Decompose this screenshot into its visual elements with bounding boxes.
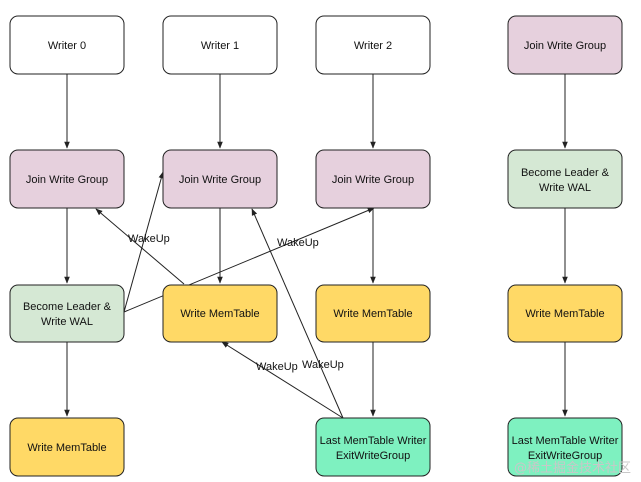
node-right-exit-label-line1: Last MemTable Writer <box>512 435 619 447</box>
node-leader-0-label-line2: Write WAL <box>41 316 93 328</box>
edge-leader0-join1 <box>123 171 165 313</box>
node-join-1-label: Join Write Group <box>179 174 261 186</box>
node-leader-0-label-line1: Become Leader & <box>23 301 112 313</box>
watermark: @稀土掘金技术社区 <box>513 461 631 476</box>
edges <box>64 74 568 419</box>
node-right-leader-label-line1: Become Leader & <box>521 167 610 179</box>
node-write-memtable-0[interactable]: Write MemTable <box>9 417 125 477</box>
node-mem-0-label: Write MemTable <box>27 442 106 454</box>
node-write-memtable-2[interactable]: Write MemTable <box>315 284 431 343</box>
node-right-write-memtable[interactable]: Write MemTable <box>507 284 623 343</box>
node-mem-1-label: Write MemTable <box>180 308 259 320</box>
node-join-0-label: Join Write Group <box>26 174 108 186</box>
node-writer-0-label: Writer 0 <box>48 40 86 52</box>
node-right-exit-label-line2: ExitWriteGroup <box>528 450 602 462</box>
node-join-group-0[interactable]: Join Write Group <box>9 149 125 209</box>
node-become-leader-0[interactable]: Become Leader & Write WAL <box>9 284 125 343</box>
node-writer-2-label: Writer 2 <box>354 40 392 52</box>
edge-exit2-join1 <box>251 208 344 419</box>
node-writer-0[interactable]: Writer 0 <box>9 15 125 75</box>
node-join-2-label: Join Write Group <box>332 174 414 186</box>
wakeup-label-right: WakeUp <box>277 237 319 249</box>
wakeup-label-bottom-left: WakeUp <box>256 361 298 373</box>
node-exit-write-group-2[interactable]: Last MemTable Writer ExitWriteGroup <box>315 417 431 477</box>
node-join-group-1[interactable]: Join Write Group <box>162 149 278 209</box>
node-right-join-label: Join Write Group <box>524 40 606 52</box>
node-writer-1[interactable]: Writer 1 <box>162 15 278 75</box>
node-right-join-write-group[interactable]: Join Write Group <box>507 15 623 75</box>
node-exit-2-label-line2: ExitWriteGroup <box>336 450 410 462</box>
node-writer-2[interactable]: Writer 2 <box>315 15 431 75</box>
node-exit-2-label-line1: Last MemTable Writer <box>320 435 427 447</box>
node-right-exit-write-group[interactable]: Last MemTable Writer ExitWriteGroup <box>507 417 623 477</box>
node-writer-1-label: Writer 1 <box>201 40 239 52</box>
wakeup-label-bottom-right: WakeUp <box>302 359 344 371</box>
node-join-group-2[interactable]: Join Write Group <box>315 149 431 209</box>
edge-exit2-mem1 <box>221 341 344 419</box>
node-right-become-leader[interactable]: Become Leader & Write WAL <box>507 149 623 209</box>
node-write-memtable-1[interactable]: Write MemTable <box>162 284 278 343</box>
node-right-mem-label: Write MemTable <box>525 308 604 320</box>
edge-labels: WakeUp WakeUp WakeUp WakeUp <box>128 233 344 373</box>
nodes: Writer 0 Writer 1 Writer 2 Join Write Gr… <box>9 15 623 477</box>
edge-mem1-join0 <box>95 208 185 285</box>
node-mem-2-label: Write MemTable <box>333 308 412 320</box>
wakeup-label-left: WakeUp <box>128 233 170 245</box>
node-right-leader-label-line2: Write WAL <box>539 182 591 194</box>
